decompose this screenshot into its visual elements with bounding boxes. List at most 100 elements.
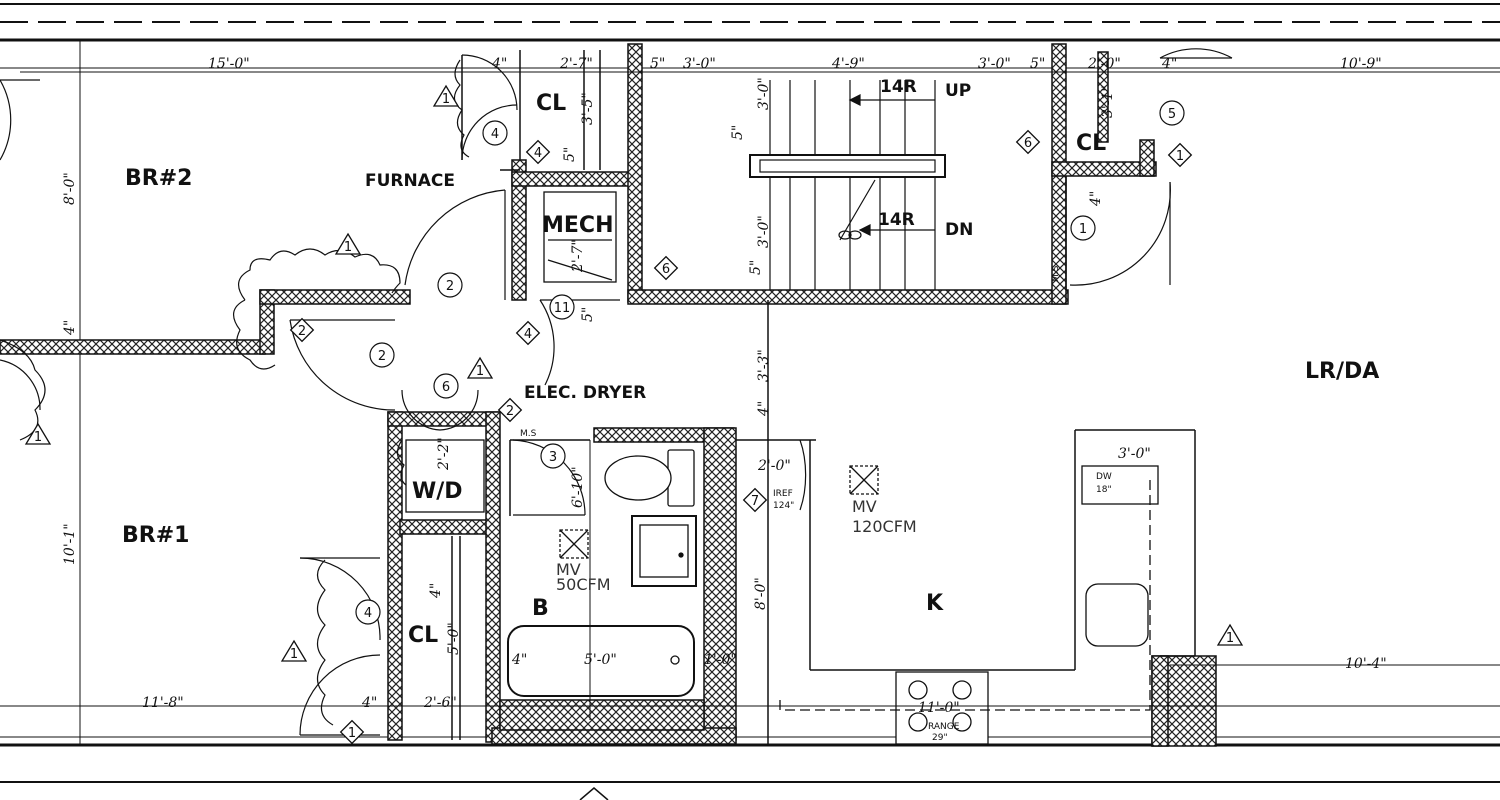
revision-triangles: 1 1 1 1 1 1 [25,85,1243,662]
dimension-text: 11'-0" [918,700,960,716]
dimension-text: 2'-6" [423,695,457,711]
svg-text:6: 6 [442,380,450,395]
svg-text:1: 1 [34,430,42,445]
dimension-text: 5" [580,307,596,322]
dimension-text: 4" [1161,56,1177,72]
dimension-text: 2'-2" [436,437,452,471]
tag-circle: 11 [549,294,575,320]
dimension-text: 10'-1" [62,523,78,565]
tag-diamond: 6 [1016,130,1040,154]
label-stair-down: DN [945,220,973,240]
dimension-text: 8'-0" [753,577,769,610]
dimension-text: 4" [428,583,444,599]
tag-triangle: 1 [281,640,307,662]
room-label-lrda: LR/DA [1305,359,1379,384]
dimension-text: 3'-0" [978,56,1011,72]
toilet-bowl [604,455,672,501]
dimension-text: 10'-4" [1345,656,1387,672]
dimension-text: 2'-0" [757,458,791,474]
stair [749,80,946,290]
dimension-text: 8'-0" [62,172,78,205]
doors [0,48,1233,736]
svg-text:4: 4 [534,146,542,161]
dimension-text: 4" [1088,191,1104,207]
dimension-text: 3'-0" [1118,446,1151,462]
svg-text:2: 2 [298,324,306,339]
dimension-text: 11'-8" [142,695,184,711]
dimension-text: 2'-7" [570,239,586,273]
label-dishwasher-width: 18" [1096,485,1112,495]
building-outline [0,3,1500,783]
label-ms-bath: M.S [520,429,537,439]
svg-text:4: 4 [491,127,499,142]
dimension-text: 5" [748,260,764,275]
toilet-tank [667,449,695,507]
svg-text:1: 1 [442,92,450,107]
tag-diamond: 6 [654,256,678,280]
wall-tags: 4 6 2 4 6 1 2 7 1 [290,130,1192,744]
tag-circle: 5 [1159,100,1185,126]
dimension-text: 3'-5" [580,92,596,125]
label-risers-down: 14R [878,210,915,230]
svg-text:1: 1 [1226,631,1234,646]
svg-text:6: 6 [1024,136,1032,151]
tag-diamond: 1 [340,720,364,744]
room-label-bath: B [532,596,549,621]
tag-circle: 4 [355,599,381,625]
tag-circle: 4 [482,120,508,146]
room-label-closet-bottom: CL [408,623,438,648]
dimension-text: 5'-0" [446,622,462,655]
label-bath-fan: MV [556,560,581,579]
tag-triangle: 1 [1217,624,1243,646]
label-range-width: 29" [932,733,948,743]
dimension-text: 10'-9" [1340,56,1382,72]
dimension-text: 6'-10" [570,466,586,508]
dimension-text: 5" [562,147,578,162]
label-ms-closet: M.S [1051,265,1061,282]
svg-text:5: 5 [1168,107,1176,122]
dimension-text: 4" [361,695,377,711]
svg-text:4: 4 [524,327,532,342]
svg-text:1: 1 [348,726,356,741]
tag-triangle: 1 [25,423,51,445]
walls [0,43,1217,747]
door-tags: 4 4 2 2 11 6 3 1 5 [355,100,1185,625]
label-refrigerator-width: 124" [773,501,794,511]
fixtures [405,191,1159,745]
dimension-text: 1'-0" [704,652,737,668]
svg-text:11: 11 [554,301,571,316]
dimension-text: 3'-3" [756,349,772,382]
dimension-text: 15'-0" [208,56,250,72]
tag-circle: 1 [1070,215,1096,241]
tag-triangle: 1 [433,85,459,107]
dimension-text: 5'-0" [584,652,617,668]
kitchen-sink [1085,583,1149,647]
dimension-lines [0,71,1500,707]
dryer-box [405,439,485,513]
svg-text:1: 1 [1079,222,1087,237]
dimension-text: 5" [650,56,665,72]
svg-text:6: 6 [662,262,670,277]
svg-text:2: 2 [506,404,514,419]
bathtub [507,625,695,697]
dimension-text: 2'-0" [1087,56,1121,72]
tag-diamond: 4 [526,140,550,164]
dimension-text: 4" [62,320,78,336]
tag-diamond: 2 [498,398,522,422]
tag-circle: 6 [433,373,459,399]
tag-circle: 2 [437,272,463,298]
dimension-text: 3'-1" [1100,85,1116,118]
label-dishwasher: DW [1096,472,1112,482]
label-range: RANGE [928,722,960,732]
label-kitchen-fan-cfm: 120CFM [852,517,917,536]
tag-diamond: 4 [516,321,540,345]
label-refrigerator: IREF [773,489,793,499]
label-bath-fan-cfm: 50CFM [556,575,611,594]
tag-diamond: 2 [290,318,314,342]
svg-text:1: 1 [344,240,352,255]
svg-text:2: 2 [446,279,454,294]
tag-circle: 3 [540,443,566,469]
svg-text:2: 2 [378,349,386,364]
room-label-br2: BR#2 [125,166,192,191]
